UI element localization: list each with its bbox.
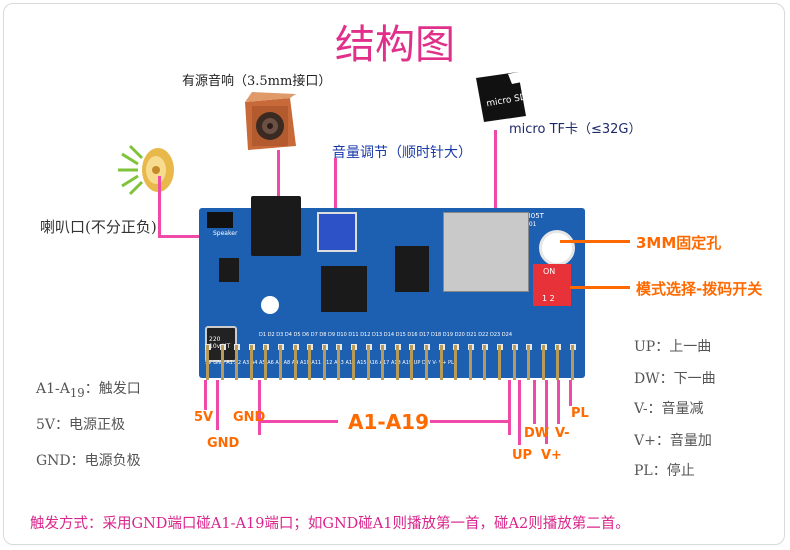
speaker-leader-line bbox=[277, 150, 280, 208]
header-pin bbox=[220, 345, 224, 380]
header-pin bbox=[439, 345, 443, 380]
volume-leader-line bbox=[334, 158, 337, 218]
header-pin bbox=[322, 345, 326, 380]
header-pin bbox=[235, 345, 239, 380]
mount-hole-small bbox=[261, 296, 279, 314]
legend-trigger-rest: ：触发口 bbox=[84, 381, 141, 397]
header-pin bbox=[468, 345, 472, 380]
horn-leader-h bbox=[158, 235, 204, 238]
header-pin bbox=[337, 345, 341, 380]
speaker-box-icon bbox=[245, 92, 296, 150]
legend-pl: PL：停止 bbox=[634, 463, 695, 479]
header-pin bbox=[293, 345, 297, 380]
led-row-labels: D1 D2 D3 D4 D5 D6 D7 D8 D9 D10 D11 D12 D… bbox=[259, 332, 513, 338]
audio-jack bbox=[251, 196, 301, 256]
microsd-leader-line bbox=[494, 130, 497, 212]
header-pin bbox=[498, 345, 501, 380]
dip-switch-on-label: ON bbox=[543, 267, 556, 276]
diagram-frame bbox=[3, 3, 785, 545]
pin-gnd-leader bbox=[216, 380, 219, 430]
decoder-chip bbox=[395, 246, 429, 292]
mode-leader-line bbox=[570, 286, 630, 289]
legend-gnd: GND：电源负极 bbox=[36, 453, 141, 469]
horn-leader-v bbox=[158, 176, 161, 236]
microsd-slot bbox=[443, 212, 529, 292]
dw-leader bbox=[533, 380, 536, 424]
header-pin bbox=[381, 345, 385, 380]
pin-pl-label: PL bbox=[571, 406, 589, 421]
pin-5v-label: 5V bbox=[194, 410, 214, 425]
capacitor-label: 220 10v UT bbox=[209, 336, 231, 350]
pin-up-label: UP bbox=[512, 448, 533, 463]
legend-trigger-sub: 19 bbox=[69, 385, 85, 400]
dip-switch-numbers: 1 2 bbox=[542, 294, 555, 303]
legend-5v: 5V：电源正极 bbox=[36, 417, 126, 433]
header-pin bbox=[206, 345, 209, 380]
hole-callout: 3MM固定孔 bbox=[636, 234, 722, 252]
mode-callout: 模式选择-拨码开关 bbox=[636, 280, 763, 298]
a-range-right-line bbox=[430, 420, 510, 423]
header-pin bbox=[395, 345, 399, 380]
header-pin bbox=[454, 345, 458, 380]
header-pin bbox=[541, 345, 545, 380]
a-range-left-line bbox=[258, 420, 338, 423]
mcu-chip bbox=[321, 266, 367, 312]
header-pin bbox=[512, 345, 516, 380]
pin-gnd-label: GND bbox=[207, 436, 240, 451]
header-pin bbox=[556, 345, 560, 380]
pin-vminus-label: V- bbox=[555, 426, 570, 441]
horn-speaker-icon bbox=[118, 144, 174, 196]
header-pin bbox=[425, 345, 428, 380]
pin-row-labels: 5V GND A1 A2 A3 A4 A5 A6 A7 A8 A9 A10 A1… bbox=[205, 360, 454, 366]
legend-trigger: A1-A19：触发口 bbox=[36, 378, 141, 400]
microsd-callout: micro TF卡（≤32G） bbox=[509, 122, 642, 137]
pin-gnd2-leader bbox=[258, 380, 261, 435]
pin-gnd2-label: GND bbox=[233, 410, 266, 425]
legend-up: UP：上一曲 bbox=[634, 339, 712, 355]
vplus-leader bbox=[545, 380, 548, 444]
up-leader bbox=[518, 380, 521, 445]
header-pin bbox=[352, 345, 355, 380]
pin-a-range-label: A1-A19 bbox=[348, 410, 430, 434]
footer-note: 触发方式：采用GND端口碰A1-A19端口；如GND碰A1则播放第一首，碰A2则… bbox=[30, 516, 630, 532]
pl-leader bbox=[569, 380, 572, 406]
pin-dw-label: DW bbox=[524, 426, 550, 441]
header-pin bbox=[366, 345, 370, 380]
header-pin bbox=[279, 345, 282, 380]
mount-hole bbox=[539, 230, 575, 266]
header-pin bbox=[249, 345, 253, 380]
amp-chip bbox=[219, 258, 239, 282]
diagram-title: 结构图 bbox=[335, 22, 455, 68]
pin-5v-leader bbox=[204, 380, 207, 410]
header-pin bbox=[264, 345, 268, 380]
header-pin bbox=[410, 345, 414, 380]
legend-dw: DW：下一曲 bbox=[634, 371, 716, 387]
vminus-leader bbox=[557, 380, 560, 424]
legend-vplus: V+：音量加 bbox=[634, 433, 712, 449]
header-pin bbox=[571, 345, 574, 380]
a19-leader bbox=[508, 380, 511, 435]
header-pin bbox=[308, 345, 312, 380]
speaker-callout: 有源音响（3.5mm接口） bbox=[182, 74, 332, 89]
pin-vplus-label: V+ bbox=[541, 448, 562, 463]
volume-potentiometer bbox=[317, 212, 357, 252]
mp3-module-board: YS-M305T V1.01 Speaker ON 1 2 220 10v UT… bbox=[199, 196, 585, 378]
header-pin bbox=[527, 345, 531, 380]
dip-switch: ON 1 2 bbox=[533, 264, 571, 306]
legend-vminus: V-：音量减 bbox=[634, 401, 704, 417]
header-pin bbox=[483, 345, 487, 380]
speaker-header-label: Speaker bbox=[213, 230, 238, 237]
volume-callout: 音量调节（顺时针大） bbox=[332, 145, 472, 161]
legend-trigger-text: A1-A bbox=[36, 381, 70, 397]
microsd-card-icon: micro SD bbox=[476, 72, 528, 122]
speaker-header bbox=[207, 212, 233, 228]
hole-leader-line bbox=[560, 240, 630, 243]
horn-callout: 喇叭口(不分正负) bbox=[40, 218, 157, 236]
